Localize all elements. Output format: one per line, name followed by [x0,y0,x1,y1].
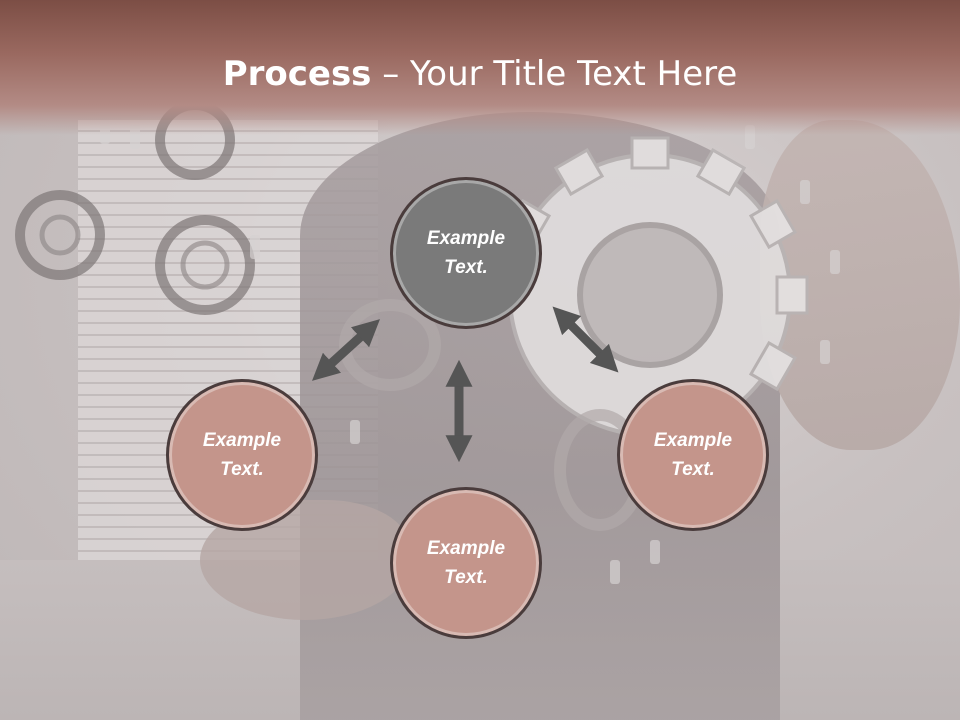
small-gear-icon [15,100,255,315]
arrow-top-right [552,306,619,373]
title-bold: Process [222,54,372,94]
title-rest: – Your Title Text Here [371,54,738,94]
title-band [0,0,960,135]
small-gear-hub-icon [39,214,230,290]
arrow-top-left [312,319,380,381]
slide-title[interactable]: Process – Your Title Text Here [0,52,960,96]
